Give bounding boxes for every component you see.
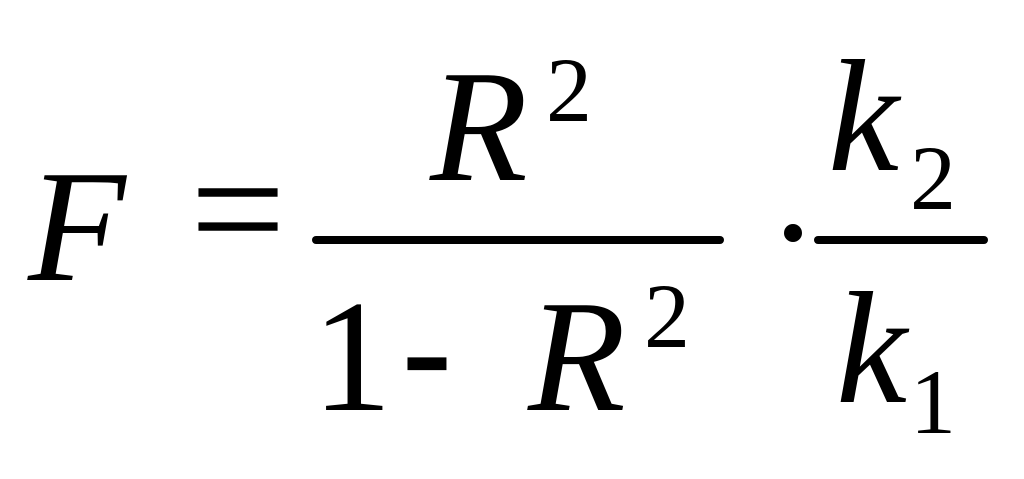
lhs-variable-f: F (28, 137, 126, 315)
fraction1-bar (312, 236, 724, 244)
multiplication-dot (784, 224, 802, 242)
fraction1-denominator-one: 1 (312, 267, 392, 445)
fraction2-bar (814, 236, 988, 244)
fraction1-denominator-minus: - (402, 266, 452, 432)
fraction2-denominator-k: k (836, 259, 908, 437)
equals-sign: = (190, 115, 286, 303)
fraction1-denominator-exponent: 2 (644, 265, 690, 367)
fraction2-denominator-subscript: 1 (910, 351, 956, 453)
fraction2-numerator-subscript: 2 (910, 127, 956, 229)
fraction1-denominator-r: R (528, 267, 626, 445)
fraction2-numerator-k: k (828, 27, 900, 205)
fraction1-numerator-exponent: 2 (546, 39, 592, 141)
fraction1-numerator-r: R (430, 37, 528, 215)
